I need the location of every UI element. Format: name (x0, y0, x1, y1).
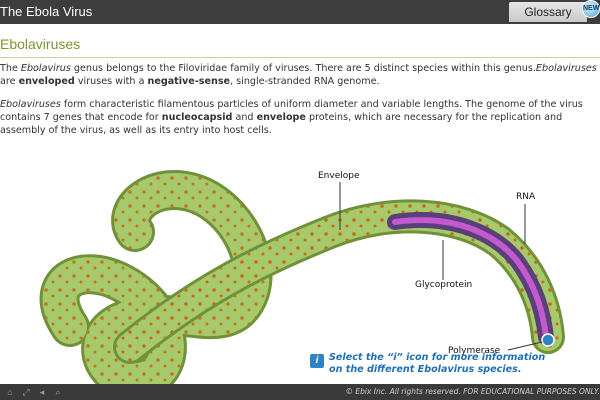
para1-italic: Ebolaviruses (535, 63, 597, 74)
para1-bold: negative-sense (147, 76, 231, 87)
para2-bold: envelope (256, 112, 306, 123)
virus-filament-tail (113, 199, 565, 364)
virus-filament-loops (39, 170, 273, 392)
app-title: The Ebola Virus (0, 4, 93, 19)
para1-text: The (0, 63, 21, 74)
intro-paragraph: The Ebolavirus genus belongs to the Filo… (0, 62, 600, 88)
para2-italic: Ebolaviruses (0, 99, 61, 110)
para2-text: form characteristic filamentous particle… (0, 99, 583, 123)
glycoprotein-label: Glycoprotein (415, 280, 473, 290)
ebola-virus-illustration (39, 170, 565, 392)
title-divider (0, 57, 600, 58)
home-icon[interactable]: ⌂ (7, 387, 13, 397)
para1-italic: Ebolavirus (20, 63, 71, 74)
top-bar: The Ebola Virus Glossary NEW (0, 0, 600, 24)
para2-text: and (232, 112, 257, 123)
info-icon[interactable]: i (310, 354, 324, 368)
expand-icon[interactable]: ⤢ (22, 387, 30, 397)
polymerase-label: Polymerase (448, 346, 501, 356)
rna-label: RNA (516, 192, 536, 202)
section-title: Ebolaviruses (0, 36, 81, 52)
info-text: Select the “i” icon for more information… (329, 352, 569, 376)
copyright-text: © Ebix Inc. All rights reserved. FOR EDU… (345, 387, 600, 396)
back-icon[interactable]: ◂ (39, 387, 45, 397)
para2-bold: nucleocapsid (161, 112, 233, 123)
genome-paragraph: Ebolaviruses form characteristic filamen… (0, 98, 600, 137)
para1-text: , single-stranded RNA genome. (230, 76, 380, 87)
glossary-button[interactable]: Glossary (509, 2, 587, 22)
new-badge-icon: NEW (582, 0, 600, 18)
info-line-2: on the different Ebolavirus species. (329, 364, 522, 375)
info-line-1: Select the “i” icon for more information (329, 352, 546, 363)
para1-text: are (0, 76, 19, 87)
content-area: Ebolaviruses The Ebolavirus genus belong… (0, 24, 600, 392)
para1-bold: enveloped (18, 76, 75, 87)
bottom-toolbar: ⌂ ⤢ ◂ ⌕ © Ebix Inc. All rights reserved.… (0, 384, 600, 400)
search-icon[interactable]: ⌕ (55, 387, 61, 397)
para1-text: viruses with a (74, 76, 148, 87)
glossary-label: Glossary (524, 5, 572, 19)
envelope-label: Envelope (318, 171, 360, 181)
para1-text: genus belongs to the Filoviridae family … (70, 63, 536, 74)
para2-text: proteins, which are necessary for the re… (0, 112, 563, 136)
